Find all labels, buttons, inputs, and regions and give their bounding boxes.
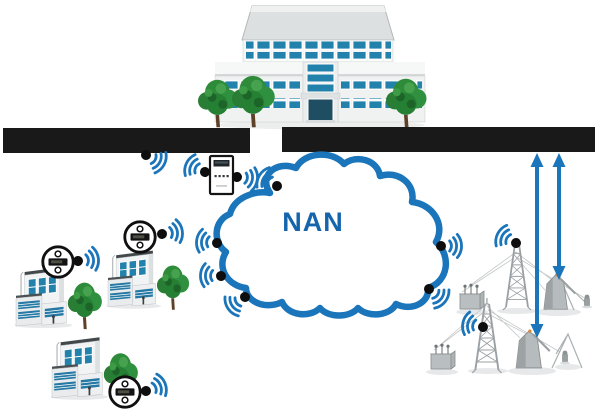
backbone-bar-right [282, 127, 595, 152]
smart-meter-icon [123, 220, 157, 254]
cloud-outline [213, 151, 450, 319]
smart-meter-icon [108, 375, 142, 409]
concentrator-device-icon [208, 154, 235, 196]
house-icon [107, 251, 189, 310]
transformer-box-icon [430, 343, 456, 370]
backbone-bar-left [3, 128, 250, 153]
substation-upper-icon [456, 237, 593, 316]
backhaul-arrow-left [530, 153, 544, 338]
wifi-node-icon [229, 163, 261, 193]
substation-lower-icon [426, 297, 583, 375]
nan-label: NAN [282, 207, 344, 237]
wifi-node-icon [70, 245, 102, 275]
wifi-node-icon [153, 217, 186, 248]
insulator-icon [581, 294, 593, 309]
nan-cloud: NAN [213, 151, 450, 319]
wifi-node-icon [135, 371, 171, 406]
transformer-box-icon [459, 283, 485, 310]
backhaul-arrow-right [552, 153, 566, 280]
transformer-icon [542, 272, 577, 311]
hq-building-icon [198, 5, 427, 130]
transformer-icon [515, 328, 551, 369]
insulator-icon [559, 350, 571, 365]
guy-wires [461, 251, 589, 301]
lattice-tower-icon [502, 237, 532, 311]
wifi-node-icon [458, 309, 492, 341]
smart-meter-icon [41, 245, 75, 279]
